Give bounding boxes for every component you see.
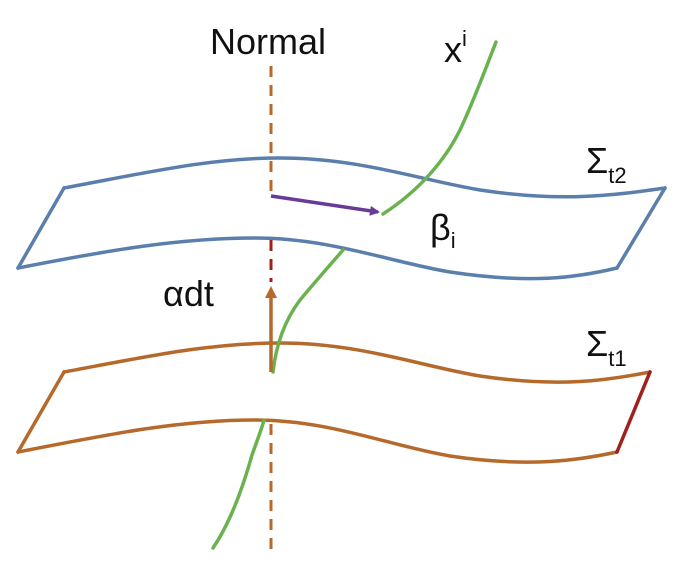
upper-surface-label-sub: t2 <box>608 163 626 188</box>
upper-surface-right-edge <box>615 186 667 270</box>
lower-surface-label: Σt1 <box>586 323 627 371</box>
lower-hypersurface <box>16 341 652 464</box>
shift-label-main: β <box>430 207 451 248</box>
worldline-label: xi <box>444 26 467 70</box>
shift-label-sub: i <box>451 228 456 253</box>
worldline-middle-segment <box>271 248 345 374</box>
lower-surface-label-sub: t1 <box>608 346 626 371</box>
lapse-label: αdt <box>163 273 214 314</box>
lower-surface-right-edge <box>615 370 652 454</box>
upper-surface-label-main: Σ <box>586 140 608 181</box>
worldline-lower-segment <box>211 418 266 550</box>
lower-surface-label-main: Σ <box>586 323 608 364</box>
upper-surface-left-edge <box>16 186 66 270</box>
shift-vector-arrow <box>270 194 380 216</box>
worldline-curve <box>211 40 498 550</box>
worldline-upper-segment <box>381 40 498 216</box>
lower-surface-left-edge <box>16 370 66 454</box>
worldline-label-main: x <box>444 29 462 70</box>
worldline-label-sup: i <box>462 26 467 51</box>
lower-surface-bottom-edge <box>16 418 619 464</box>
shift-label: βi <box>430 207 456 253</box>
upper-surface-top-edge <box>62 156 667 199</box>
upper-hypersurface <box>16 156 667 281</box>
normal-label: Normal <box>210 21 326 62</box>
upper-surface-label: Σt2 <box>586 140 627 188</box>
lower-surface-top-edge <box>62 341 652 384</box>
upper-surface-bottom-edge <box>16 236 619 281</box>
